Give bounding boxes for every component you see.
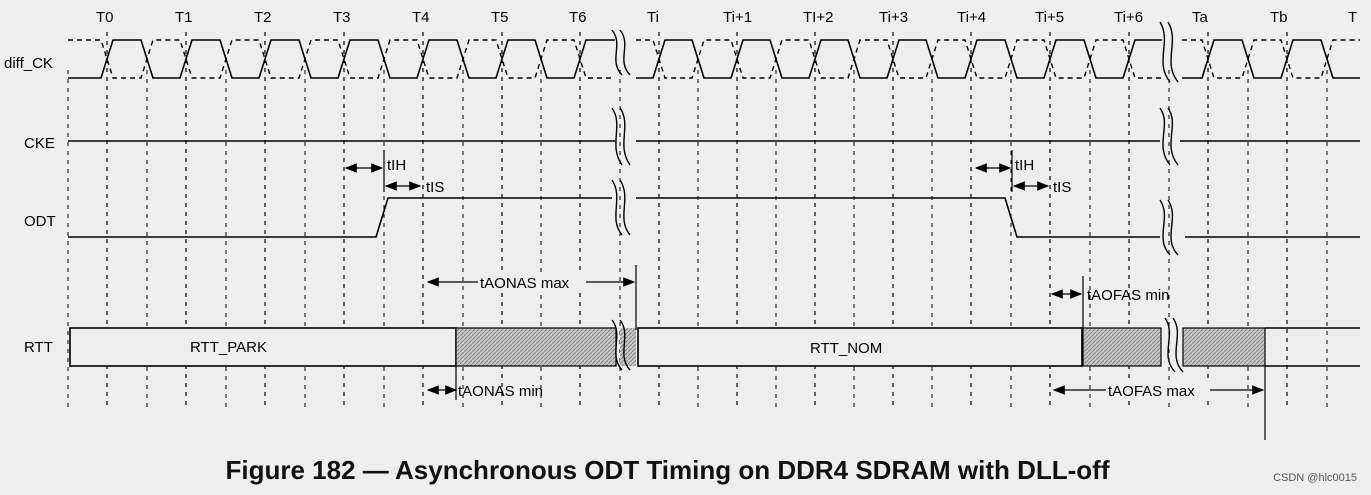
rtt-transition-on: [455, 327, 617, 367]
clock-label: Ti+3: [879, 9, 908, 26]
clock-label: T5: [491, 9, 509, 26]
clock-label: Ti+5: [1035, 9, 1064, 26]
ck-bar-line: [1182, 39, 1360, 79]
rtt-transition-on-tail: [620, 328, 636, 366]
clock-label: T: [1348, 9, 1357, 26]
tih-label-2: tIH: [1015, 157, 1034, 174]
signal-label-odt: ODT: [24, 213, 56, 230]
clock-label: Ti+1: [723, 9, 752, 26]
clock-label: T0: [96, 9, 114, 26]
ck-bar-line: [636, 39, 1162, 79]
rtt-nom-box: [637, 327, 1083, 367]
signal-label-cke: CKE: [24, 135, 55, 152]
clock-label: TI+2: [803, 9, 833, 26]
ck-line: [636, 39, 1162, 79]
rtt-transition-off: [1082, 327, 1162, 367]
clock-label: T1: [175, 9, 193, 26]
break-marks: [611, 21, 1184, 373]
rtt-transition-off-tail: [1182, 327, 1266, 367]
tih-label-1: tIH: [387, 157, 406, 174]
taonas-min-label: tAONAS min: [458, 383, 543, 400]
diff-ck-waveform: [68, 39, 1360, 79]
timing-labels: tIH tIS tIH tIS tAONAS max tAONAS min tA…: [386, 155, 1210, 400]
clock-label: Ti+6: [1114, 9, 1143, 26]
clock-label: T6: [569, 9, 587, 26]
clock-label: Tb: [1270, 9, 1288, 26]
taofas-min-label: tAOFAS min: [1087, 287, 1170, 304]
clock-label: T4: [412, 9, 430, 26]
rtt-park-box: [69, 327, 457, 367]
ck-line: [68, 39, 615, 79]
figure-caption: Figure 182 — Asynchronous ODT Timing on …: [225, 455, 1110, 485]
clock-label: T3: [333, 9, 351, 26]
tis-label-2: tIS: [1053, 179, 1071, 196]
clock-label: Ti: [647, 9, 659, 26]
tis-label-1: tIS: [426, 179, 444, 196]
clock-label: Ti+4: [957, 9, 986, 26]
clock-label: T2: [254, 9, 272, 26]
taonas-max-label: tAONAS max: [480, 275, 570, 292]
rtt-nom-label: RTT_NOM: [810, 340, 882, 357]
rtt-waveform: RTT_PARK RTT_NOM: [69, 327, 1360, 367]
signal-label-rtt: RTT: [24, 339, 53, 356]
watermark: CSDN @hlc0015: [1273, 472, 1357, 484]
ck-bar-line: [68, 39, 615, 79]
signal-label-diff-ck: diff_CK: [4, 55, 53, 72]
rtt-park-label: RTT_PARK: [190, 339, 267, 356]
odt-waveform: [68, 197, 1360, 238]
clock-label: Ta: [1192, 9, 1209, 26]
taofas-max-label: tAOFAS max: [1108, 383, 1195, 400]
clock-labels: T0 T1 T2 T3 T4 T5 T6 Ti Ti+1 TI+2 Ti+3 T…: [96, 9, 1357, 26]
